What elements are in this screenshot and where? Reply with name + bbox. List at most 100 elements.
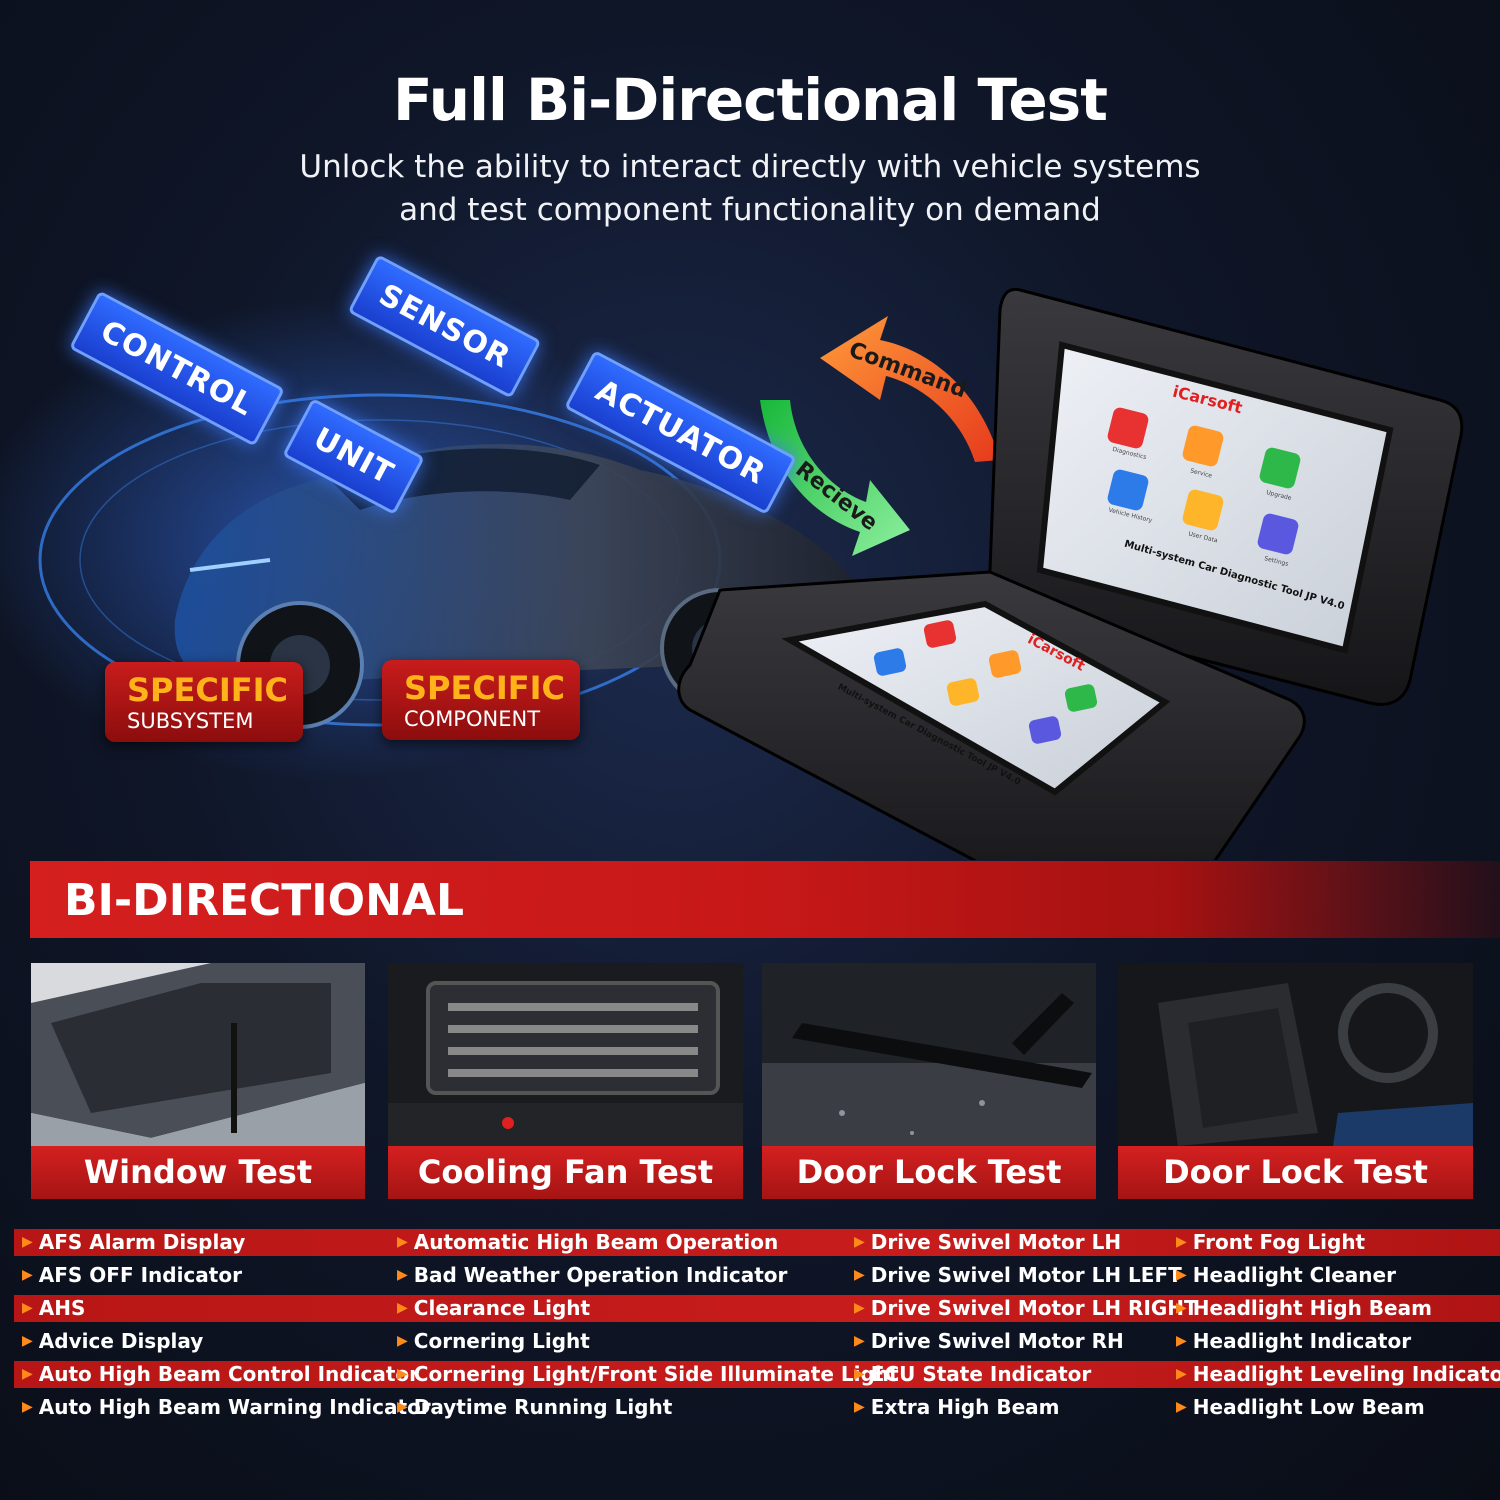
bullet-arrow-icon: ▶ <box>854 1267 865 1283</box>
window-test-card: Window Test <box>31 963 365 1199</box>
badge-label: SUBSYSTEM <box>127 709 254 733</box>
feature-list-col-2: ▶ Automatic High Beam Operation ▶ Bad Weat… <box>397 1228 899 1426</box>
list-item: ▶ Drive Swivel Motor LH <box>854 1228 1198 1261</box>
page-title: Full Bi-Directional Test <box>393 66 1108 134</box>
bullet-arrow-icon: ▶ <box>1176 1234 1187 1250</box>
bullet-arrow-icon: ▶ <box>397 1333 408 1349</box>
page-subtitle: Unlock the ability to interact directly … <box>0 146 1500 232</box>
list-item: ▶Drive Swivel Motor LH RIGHT <box>854 1294 1198 1327</box>
bullet-arrow-icon: ▶ <box>1176 1333 1187 1349</box>
list-stripe <box>14 1295 1500 1322</box>
bi-directional-banner: BI-DIRECTIONAL <box>30 861 1500 938</box>
bullet-arrow-icon: ▶ <box>22 1366 33 1382</box>
list-item-label: Headlight Leveling Indicator <box>1192 1362 1500 1386</box>
hero-illustration <box>0 287 1464 860</box>
subtitle-line-2: and test component functionality on dema… <box>399 192 1101 228</box>
bullet-arrow-icon: ▶ <box>854 1366 865 1382</box>
card-caption: Door Lock Test <box>762 1146 1096 1199</box>
bullet-arrow-icon: ▶ <box>397 1267 408 1283</box>
list-item-label: Auto High Beam Control Indicator <box>38 1362 419 1386</box>
specific-component-badge: SPECIFIC COMPONENT <box>382 660 580 740</box>
bullet-arrow-icon: ▶ <box>22 1300 33 1316</box>
list-item: ▶ Daytime Running Light <box>397 1393 899 1426</box>
list-item-label: Headlight Indicator <box>1192 1329 1412 1353</box>
feature-list-col-4: ▶Front Fog Light ▶Headlight Cleaner ▶Hea… <box>1176 1228 1500 1426</box>
list-item: ▶ Drive Swivel Motor LH LEFT <box>854 1261 1198 1294</box>
banner-title: BI-DIRECTIONAL <box>64 875 464 926</box>
bullet-arrow-icon: ▶ <box>22 1267 33 1283</box>
list-item: ▶ AFS OFF Indicator <box>22 1261 431 1294</box>
list-item-label: AHS <box>38 1296 86 1320</box>
bullet-arrow-icon: ▶ <box>22 1234 33 1250</box>
list-item-label: Headlight Low Beam <box>1192 1395 1425 1419</box>
list-item-label: Drive Swivel Motor LH LEFT <box>870 1263 1182 1287</box>
bullet-arrow-icon: ▶ <box>854 1300 865 1316</box>
list-item-label: Drive Swivel Motor LH RIGHT <box>870 1296 1198 1320</box>
list-item-label: Bad Weather Operation Indicator <box>413 1263 788 1287</box>
list-item: ▶ Front Fog Light <box>1176 1228 1500 1261</box>
list-stripe <box>14 1361 1500 1388</box>
list-item-label: Advice Display <box>38 1329 204 1353</box>
list-stripe <box>14 1229 1500 1256</box>
list-item: ▶ Drive Swivel Motor RH <box>854 1327 1198 1360</box>
list-item-label: Automatic High Beam Operation <box>413 1230 779 1254</box>
list-item-label: Daytime Running Light <box>413 1395 673 1419</box>
list-item: ▶Auto High Beam Warning Indicator <box>22 1393 431 1426</box>
bullet-arrow-icon: ▶ <box>854 1399 865 1415</box>
list-item: ▶Headlight Cleaner <box>1176 1261 1500 1294</box>
bullet-arrow-icon: ▶ <box>1176 1300 1187 1316</box>
list-item-label: Extra High Beam <box>870 1395 1060 1419</box>
card-caption: Cooling Fan Test <box>388 1146 743 1199</box>
list-item-label: Front Fog Light <box>1192 1230 1366 1254</box>
list-item: ▶ AFS Alarm Display <box>22 1228 431 1261</box>
list-item: ▶ AHS <box>22 1294 431 1327</box>
bullet-arrow-icon: ▶ <box>22 1399 33 1415</box>
bullet-arrow-icon: ▶ <box>397 1399 408 1415</box>
list-item: ▶ Headlight High Beam <box>1176 1294 1500 1327</box>
list-item: ▶Cornering Light/Front Side Illuminate L… <box>397 1360 899 1393</box>
list-item-label: Cornering Light/Front Side Illuminate Li… <box>413 1362 899 1386</box>
feature-list-col-1: ▶AFS Alarm Display ▶AFS OFF Indicator ▶A… <box>22 1228 431 1426</box>
list-item: ▶ Advice Display <box>22 1327 431 1360</box>
list-item-label: Headlight High Beam <box>1192 1296 1432 1320</box>
list-item-label: ECU State Indicator <box>870 1362 1092 1386</box>
list-item-label: Auto High Beam Warning Indicator <box>38 1395 431 1419</box>
list-item-label: Clearance Light <box>413 1296 591 1320</box>
list-item-label: Cornering Light <box>413 1329 590 1353</box>
diagnostic-tool-front <box>677 570 1306 860</box>
list-item: ▶ Bad Weather Operation Indicator <box>397 1261 899 1294</box>
diagnostic-tool-back <box>986 287 1464 706</box>
list-item-label: AFS Alarm Display <box>38 1230 246 1254</box>
bullet-arrow-icon: ▶ <box>397 1300 408 1316</box>
list-item: ▶ Headlight Indicator <box>1176 1327 1500 1360</box>
badge-label: COMPONENT <box>404 707 541 731</box>
bullet-arrow-icon: ▶ <box>397 1234 408 1250</box>
badge-heading: SPECIFIC <box>404 669 565 707</box>
bullet-arrow-icon: ▶ <box>854 1333 865 1349</box>
list-item-label: Drive Swivel Motor RH <box>870 1329 1124 1353</box>
bullet-arrow-icon: ▶ <box>854 1234 865 1250</box>
list-item: ▶ Clearance Light <box>397 1294 899 1327</box>
bullet-arrow-icon: ▶ <box>397 1366 408 1382</box>
list-item: ▶ ECU State Indicator <box>854 1360 1198 1393</box>
card-caption: Door Lock Test <box>1118 1146 1473 1199</box>
list-item: ▶ Headlight Leveling Indicator <box>1176 1360 1500 1393</box>
door-lock-test-card-2: Door Lock Test <box>1118 963 1473 1199</box>
cooling-fan-test-card: Cooling Fan Test <box>388 963 743 1199</box>
door-lock-test-card-1: Door Lock Test <box>762 963 1096 1199</box>
specific-subsystem-badge: SPECIFIC SUBSYSTEM <box>105 662 303 742</box>
list-item: ▶ Automatic High Beam Operation <box>397 1228 899 1261</box>
list-item-label: AFS OFF Indicator <box>38 1263 242 1287</box>
bullet-arrow-icon: ▶ <box>1176 1366 1187 1382</box>
list-item: ▶Auto High Beam Control Indicator <box>22 1360 431 1393</box>
list-item-label: Drive Swivel Motor LH <box>870 1230 1122 1254</box>
list-item: ▶ Cornering Light <box>397 1327 899 1360</box>
feature-list-col-3: ▶Drive Swivel Motor LH ▶Drive Swivel Mot… <box>854 1228 1198 1426</box>
badge-heading: SPECIFIC <box>127 671 288 709</box>
card-caption: Window Test <box>31 1146 365 1199</box>
list-item-label: Headlight Cleaner <box>1192 1263 1396 1287</box>
bullet-arrow-icon: ▶ <box>1176 1399 1187 1415</box>
hero-scene: CONTROL SENSOR UNIT ACTUATOR SPECIFIC SU… <box>0 240 1500 860</box>
bullet-arrow-icon: ▶ <box>22 1333 33 1349</box>
subtitle-line-1: Unlock the ability to interact directly … <box>299 149 1201 185</box>
